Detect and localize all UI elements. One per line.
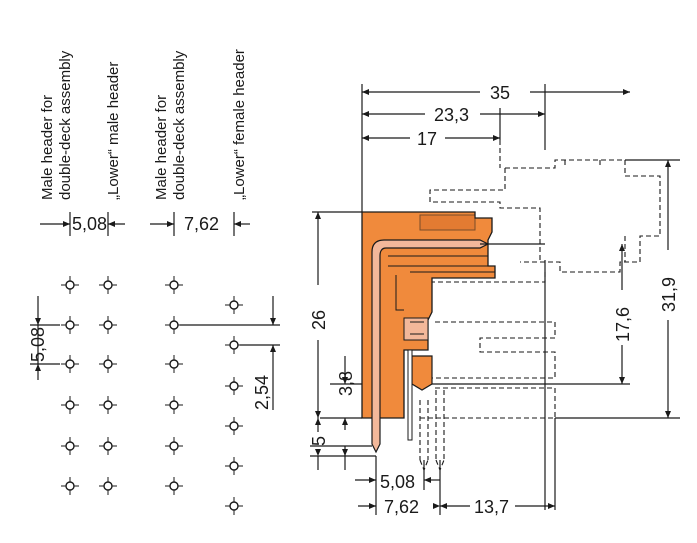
pin-symbol [169,400,179,410]
upper-header-outline-dashed [419,140,661,472]
dim-height-26: 26 [309,310,329,330]
dimension-508-bottom: 5,08 [355,472,440,492]
dimension-5: 5 [309,418,348,470]
dimension-38: 3,8 [330,356,362,430]
dim-width-17: 17 [417,129,437,149]
label-male-header-double-2b: double-deck assembly [171,50,188,200]
bent-contact-pin [371,239,490,454]
pin-column-lower-female [225,296,243,515]
pin-symbol [169,359,179,369]
pin-symbol [65,481,75,491]
pin-symbol [169,320,179,330]
pin-column-male-double-b [165,276,183,495]
pin-symbol [229,501,239,511]
dimension-762-bottom: 7,62 [358,497,440,517]
dim-height-176: 17,6 [613,307,633,342]
label-male-header-double-1a: Male header for [39,95,56,200]
dimension-319: 31,9 [659,160,679,418]
dim-pitch-508-vertical: 5,08 [28,327,48,362]
pin-symbol [103,400,113,410]
pin-symbol [229,421,239,431]
offset-dimension-254: 2,54 [252,296,276,410]
pin-symbol [229,461,239,471]
pin-symbol [103,280,113,290]
pin-symbol [229,300,239,310]
label-lower-female-header: „Lower“ female header [231,49,248,200]
dim-width-233: 23,3 [434,105,469,125]
dimension-17: 17 [362,129,500,149]
label-lower-male-header: „Lower“ male header [105,62,122,200]
pin-column-male-double [61,276,79,495]
pin-symbol [169,441,179,451]
dimension-137-bottom: 13,7 [440,497,555,517]
dimension-26: 26 [309,212,329,418]
dimension-35: 35 [362,83,630,103]
pin-symbol [229,340,239,350]
pitch-dimension-508: 5,08 [40,212,125,236]
pitch-dimension-508-vertical: 5,08 [28,296,60,380]
dimension-233: 23,3 [362,105,545,125]
pin-symbol [103,359,113,369]
dim-height-38: 3,8 [336,371,356,396]
pitch-dimension-762: 7,62 [150,212,250,236]
pin-symbol [169,280,179,290]
pin-symbol [65,320,75,330]
dim-bottom-137: 13,7 [474,497,509,517]
dim-offset-254: 2,54 [252,375,272,410]
dim-height-319: 31,9 [659,277,679,312]
dim-bottom-762: 7,62 [384,497,419,517]
label-male-header-double-2a: Male header for [153,95,170,200]
pin-symbol [103,320,113,330]
dim-pitch-508: 5,08 [72,214,107,234]
pin-symbol [103,481,113,491]
pin-symbol [65,359,75,369]
label-male-header-double-1b: double-deck assembly [57,50,74,200]
pin-column-lower-male [99,276,117,495]
dim-pitch-762: 7,62 [184,214,219,234]
pin-symbol [169,481,179,491]
dim-height-5: 5 [309,436,329,446]
pin-symbol [65,280,75,290]
dim-bottom-508: 5,08 [380,472,415,492]
pin-symbol [65,441,75,451]
pin-symbol [103,441,113,451]
connector-housing [361,211,496,441]
dim-width-35: 35 [490,83,510,103]
dimension-176: 17,6 [613,244,633,384]
pin-symbol [65,400,75,410]
pin-symbol [229,381,239,391]
